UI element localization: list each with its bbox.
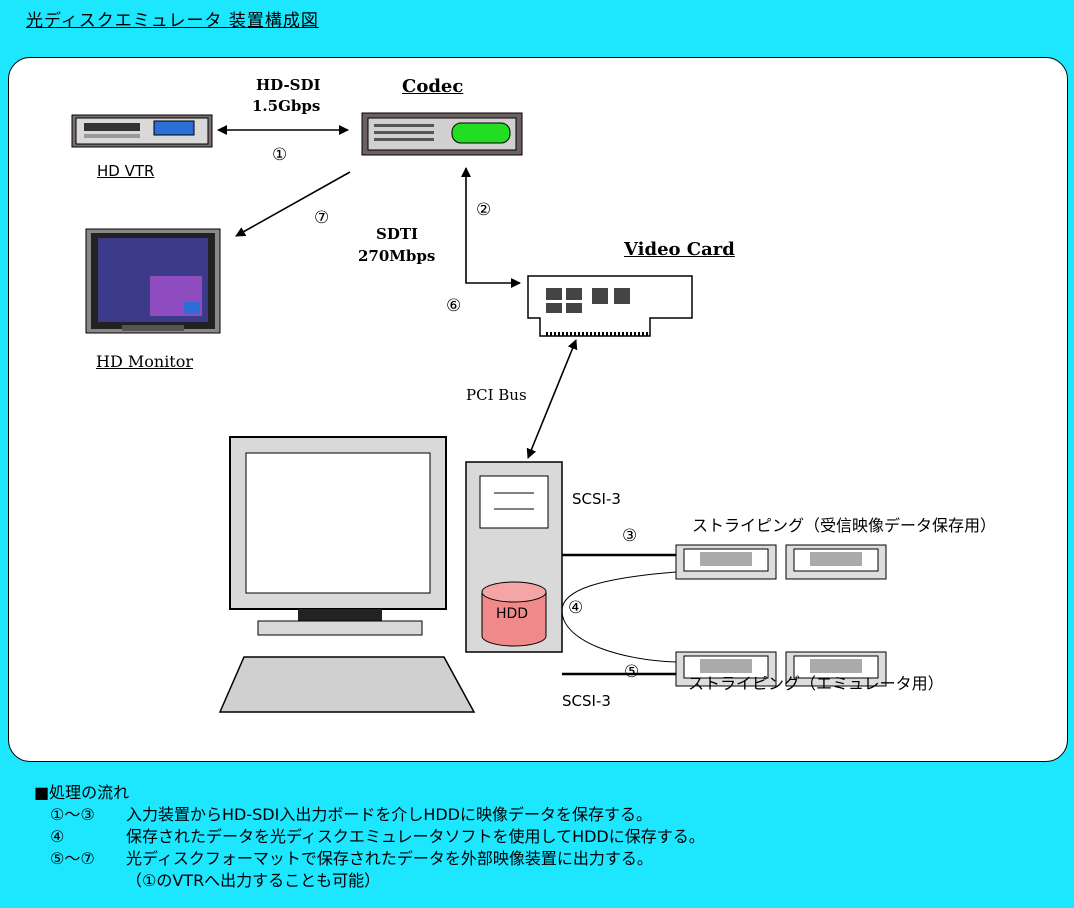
marker-3: ③ (622, 526, 638, 546)
process-step: ④ 保存されたデータを光ディスクエミュレータソフトを使用してHDDに保存する。 (34, 826, 705, 848)
hdd-icon (481, 581, 547, 647)
striping-emulator-label: ストライピング（エミュレータ用） (688, 674, 944, 693)
video-card-device (527, 275, 693, 337)
process-flow: ■処理の流れ ①～③ 入力装置からHD-SDI入出力ボードを介しHDDに映像データ… (34, 782, 705, 892)
step-number: ①～③ (50, 805, 95, 824)
marker-1: ① (272, 145, 288, 165)
sdti-rate: 270Mbps (358, 247, 436, 265)
process-heading: ■処理の流れ (34, 783, 130, 802)
codec-device (361, 112, 523, 156)
hd-sdi-label: HD-SDI (256, 76, 321, 94)
sdti-link (461, 167, 521, 288)
marker-6: ⑥ (446, 296, 462, 316)
step-text: （①のVTRへ出力することも可能） (126, 871, 381, 890)
step-text: 光ディスクフォーマットで保存されたデータを外部映像装置に出力する。 (126, 849, 653, 868)
output-monitor-arrow (235, 171, 351, 237)
hd-monitor-label: HD Monitor (96, 352, 194, 371)
hd-monitor-device (85, 228, 221, 334)
pci-bus-label: PCI Bus (466, 386, 527, 404)
process-step: ①～③ 入力装置からHD-SDI入出力ボードを介しHDDに映像データを保存する。 (34, 804, 705, 826)
step-number: ⑤～⑦ (50, 849, 95, 868)
marker-4: ④ (568, 598, 584, 618)
step-text: 入力装置からHD-SDI入出力ボードを介しHDDに映像データを保存する。 (126, 805, 652, 824)
hd-sdi-rate: 1.5Gbps (252, 97, 321, 115)
keyboard (218, 656, 476, 713)
codec-label: Codec (402, 76, 464, 97)
hd-vtr-device (71, 114, 213, 148)
marker-7: ⑦ (314, 208, 330, 228)
step-number: ④ (50, 827, 65, 846)
hdd-label: HDD (496, 606, 529, 622)
pc-monitor (229, 436, 447, 636)
pci-bus-link (526, 339, 578, 459)
sdti-label: SDTI (376, 225, 419, 243)
striping-disk (785, 544, 887, 580)
marker-2: ② (476, 200, 492, 220)
step-text: 保存されたデータを光ディスクエミュレータソフトを使用してHDDに保存する。 (126, 827, 705, 846)
video-card-label: Video Card (624, 239, 735, 260)
striping-disk (675, 651, 777, 687)
scsi-top-label: SCSI-3 (572, 490, 621, 508)
scsi-bottom-label: SCSI-3 (562, 692, 611, 710)
emulation-loop (561, 571, 677, 663)
striping-receive-label: ストライピング（受信映像データ保存用） (692, 516, 997, 535)
hd-vtr-label: HD VTR (97, 162, 155, 180)
marker-5: ⑤ (624, 662, 640, 682)
striping-disk (675, 544, 777, 580)
process-step: ⑤～⑦ 光ディスクフォーマットで保存されたデータを外部映像装置に出力する。 (34, 848, 705, 870)
process-step: （①のVTRへ出力することも可能） (34, 870, 705, 892)
page-title: 光ディスクエミュレータ 装置構成図 (26, 11, 319, 31)
striping-disk (785, 651, 887, 687)
